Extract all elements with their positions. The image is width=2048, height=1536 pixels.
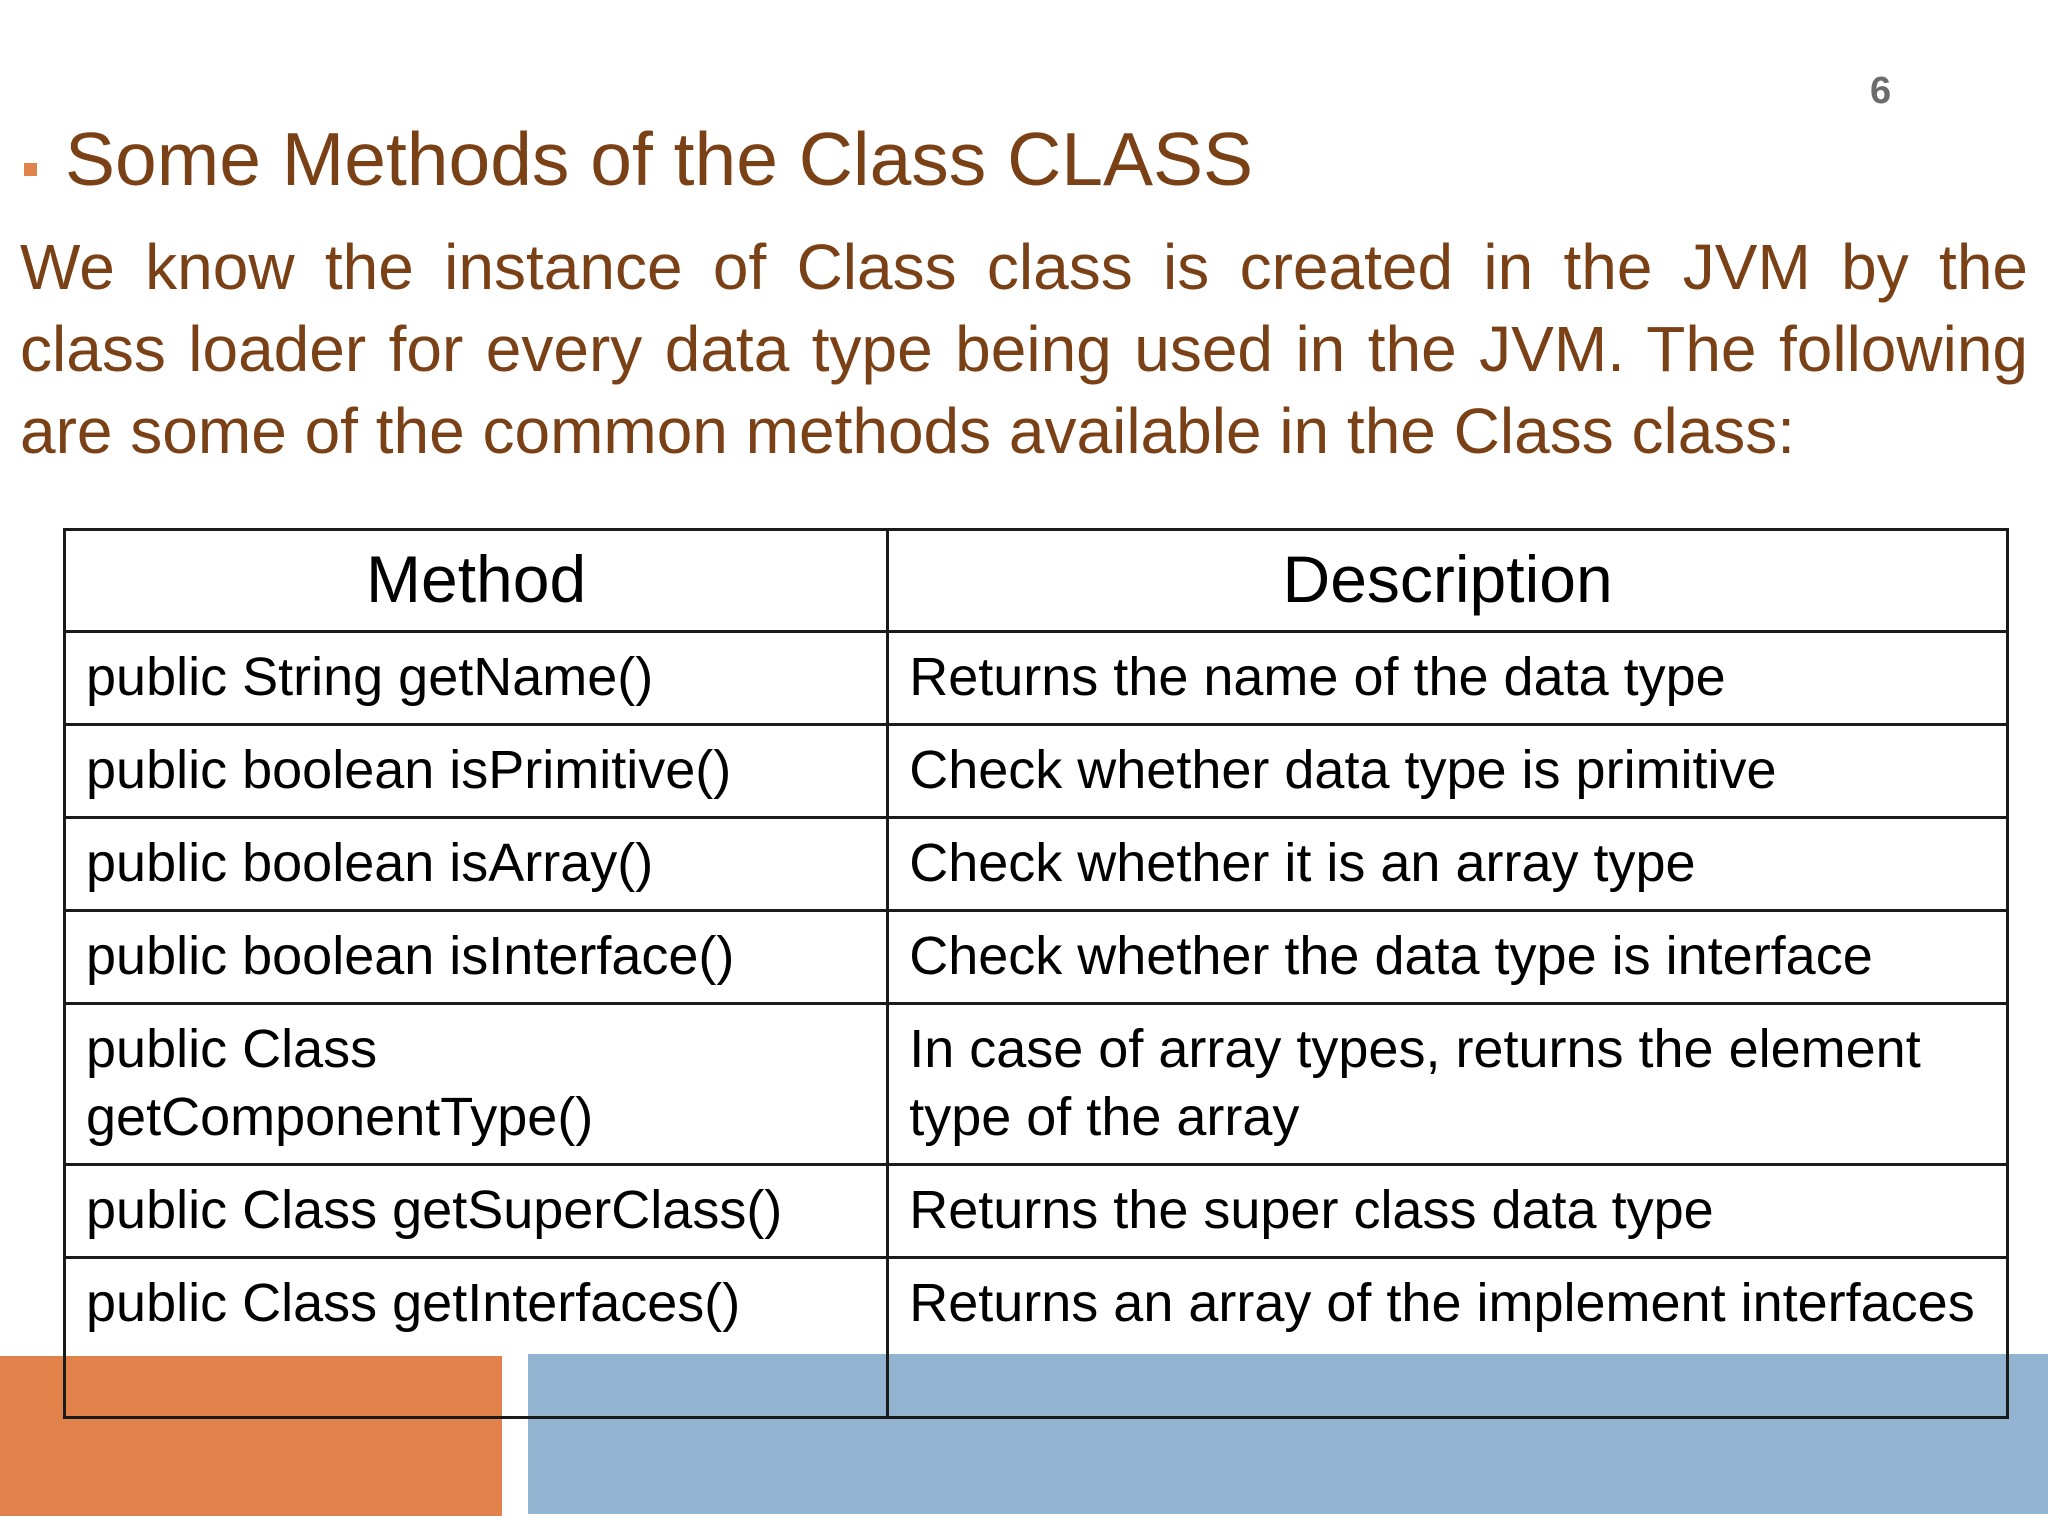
method-cell: public Class getSuperClass()	[62, 1163, 890, 1259]
method-cell: public boolean isInterface()	[62, 909, 890, 1005]
description-cell: Check whether the data type is interface	[886, 909, 2009, 1005]
method-cell: public String getName()	[62, 630, 890, 726]
table-header-row: Method Description	[62, 528, 2009, 633]
method-cell: public Class getComponentType()	[62, 1002, 890, 1166]
intro-paragraph: We know the instance of Class class is c…	[20, 231, 2028, 467]
header-description: Description	[886, 528, 2009, 633]
description-cell: Returns the name of the data type	[886, 630, 2009, 726]
table-row: public boolean isInterface() Check wheth…	[62, 909, 2009, 1005]
description-cell: In case of array types, returns the elem…	[886, 1002, 2009, 1166]
description-cell: Returns an array of the implement interf…	[886, 1256, 2009, 1419]
table-row: public Class getSuperClass() Returns the…	[62, 1163, 2009, 1259]
table-row: public Class getInterfaces() Returns an …	[62, 1256, 2009, 1419]
table-row: public String getName() Returns the name…	[62, 630, 2009, 726]
slide-title: Some Methods of the Class CLASS	[65, 117, 1254, 201]
methods-table: Method Description public String getName…	[62, 528, 2009, 1419]
method-cell: public Class getInterfaces()	[62, 1256, 890, 1419]
description-cell: Check whether it is an array type	[886, 816, 2009, 912]
method-cell: public boolean isArray()	[62, 816, 890, 912]
description-cell: Check whether data type is primitive	[886, 723, 2009, 819]
table-row: public Class getComponentType() In case …	[62, 1002, 2009, 1166]
method-cell: public boolean isPrimitive()	[62, 723, 890, 819]
table-row: public boolean isArray() Check whether i…	[62, 816, 2009, 912]
page-number: 6	[1870, 70, 1892, 112]
square-bullet-icon	[24, 163, 37, 176]
description-cell: Returns the super class data type	[886, 1163, 2009, 1259]
table-row: public boolean isPrimitive() Check wheth…	[62, 723, 2009, 819]
header-method: Method	[62, 528, 890, 633]
